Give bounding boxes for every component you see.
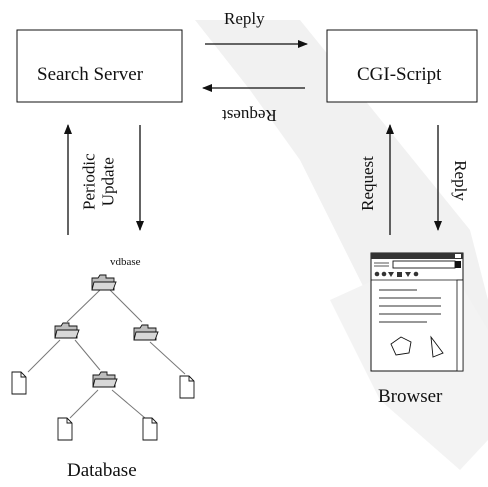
top-request-label: Request <box>222 106 277 125</box>
folder-icon <box>54 322 80 339</box>
search-server-box <box>16 29 183 103</box>
folder-icon <box>91 274 117 291</box>
vdbase-label: vdbase <box>110 256 141 268</box>
folder-icon <box>92 371 118 388</box>
periodic-label-line2: Update <box>98 157 117 207</box>
document-icon <box>11 371 27 395</box>
document-icon <box>179 375 195 399</box>
document-icon <box>142 417 158 441</box>
periodic-update-label: Periodic Update <box>79 146 117 218</box>
right-reply-label: Reply <box>450 160 470 201</box>
tree-edges <box>27 289 186 419</box>
cgi-script-box <box>326 29 478 103</box>
search-server-label: Search Server <box>37 64 144 85</box>
right-request-label: Request <box>357 156 377 211</box>
browser-caption: Browser <box>378 386 443 407</box>
top-reply-label: Reply <box>224 9 265 28</box>
periodic-label-line1: Periodic <box>79 153 99 211</box>
document-icon <box>57 417 73 441</box>
browser-window-icon <box>370 252 464 372</box>
database-caption: Database <box>67 460 137 481</box>
cgi-script-label: CGI-Script <box>357 64 442 85</box>
folder-icon <box>133 324 159 341</box>
